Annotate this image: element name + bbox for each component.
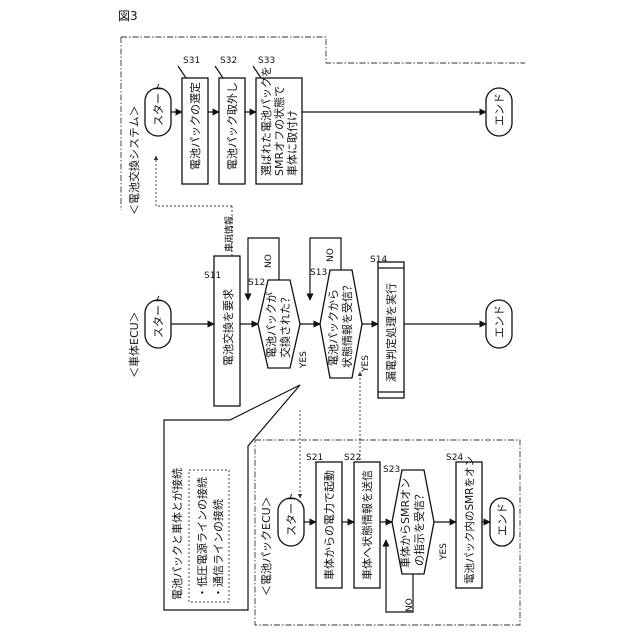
decision-s12-line-1: 電池パックが: [264, 292, 278, 358]
step-s11-text: 電池交換を要求: [221, 289, 235, 366]
decision-s12-line-2: 交換された？: [278, 292, 292, 358]
ecu-start-label: スタート: [152, 294, 165, 338]
step-s21-label: S21: [306, 453, 323, 463]
step-s12-label: S12: [248, 278, 265, 288]
decision-s13-yes: YES: [361, 355, 371, 373]
decision-s12-no: NO: [264, 254, 274, 268]
vehicle-ecu-title-text: ＜車体ECU＞: [127, 311, 141, 378]
step-s14-text: 漏電判定処理を実行: [384, 283, 398, 382]
step-s33-line-3: 車体に取付け: [285, 110, 299, 176]
pack-ecu-title: ＜電池パックECU＞: [260, 496, 273, 596]
step-s14-label: S14: [370, 255, 387, 265]
step-s22-text: 車体へ状態情報を送信: [360, 470, 374, 580]
decision-s23-line-2: の指示を受信？: [412, 489, 426, 566]
pack-ecu-title-text: ＜電池パックECU＞: [260, 496, 273, 596]
step-s24-text: 電池パック内のSMRをオン: [463, 456, 476, 584]
step-s21-text: 車体からの電力で起動: [322, 470, 336, 580]
pack-start-label: スタート: [285, 492, 298, 536]
step-s32-text: 電池パック取外し: [226, 82, 239, 170]
system-end-label: エンド: [493, 93, 506, 126]
step-s24-label: S24: [446, 453, 463, 463]
decision-s13-no: NO: [326, 248, 336, 262]
step-s33-label: S33: [258, 56, 275, 66]
step-s22-label: S22: [344, 453, 361, 463]
callout-box: [164, 385, 300, 610]
step-s31-text: 電池パックの選定: [188, 82, 202, 170]
decision-s23-line-1: 車体からSMRオン: [398, 478, 412, 568]
decision-s13-line-2: 状態情報を受信？: [340, 280, 354, 368]
callout-item-2: ・通信ラインの接続: [211, 499, 225, 598]
step-s32-label: S32: [220, 56, 237, 66]
ecu-end-label: エンド: [493, 305, 506, 338]
figure-label: 図3: [118, 9, 138, 23]
decision-s12-yes: YES: [299, 351, 309, 369]
callout-item-1: ・低圧電源ラインの接続: [195, 477, 209, 598]
vehicle-ecu-title: ＜車体ECU＞: [127, 311, 141, 378]
step-s11-label: S11: [204, 271, 221, 281]
step-s13-label: S13: [310, 268, 327, 278]
step-s33-line-2: SMRオフの状態で: [272, 86, 286, 176]
step-s23-label: S23: [383, 465, 400, 475]
step-s33-line-1: 選ばれた電池パックを: [260, 66, 273, 176]
system-title-text: ＜電池交換システム＞: [127, 105, 141, 215]
step-s31-label: S31: [183, 56, 200, 66]
pack-end-label: エンド: [496, 503, 509, 536]
decision-s23-no: NO: [405, 598, 415, 612]
decision-s23-yes: YES: [439, 543, 449, 561]
vehicle-info-label: 車両情報: [223, 216, 235, 252]
system-title: ＜電池交換システム＞: [127, 105, 141, 215]
callout-title: 電池パックと車体とが接続: [170, 468, 184, 600]
decision-s13-line-1: 電池パックから: [327, 289, 340, 366]
system-start-label: スタート: [152, 82, 165, 126]
